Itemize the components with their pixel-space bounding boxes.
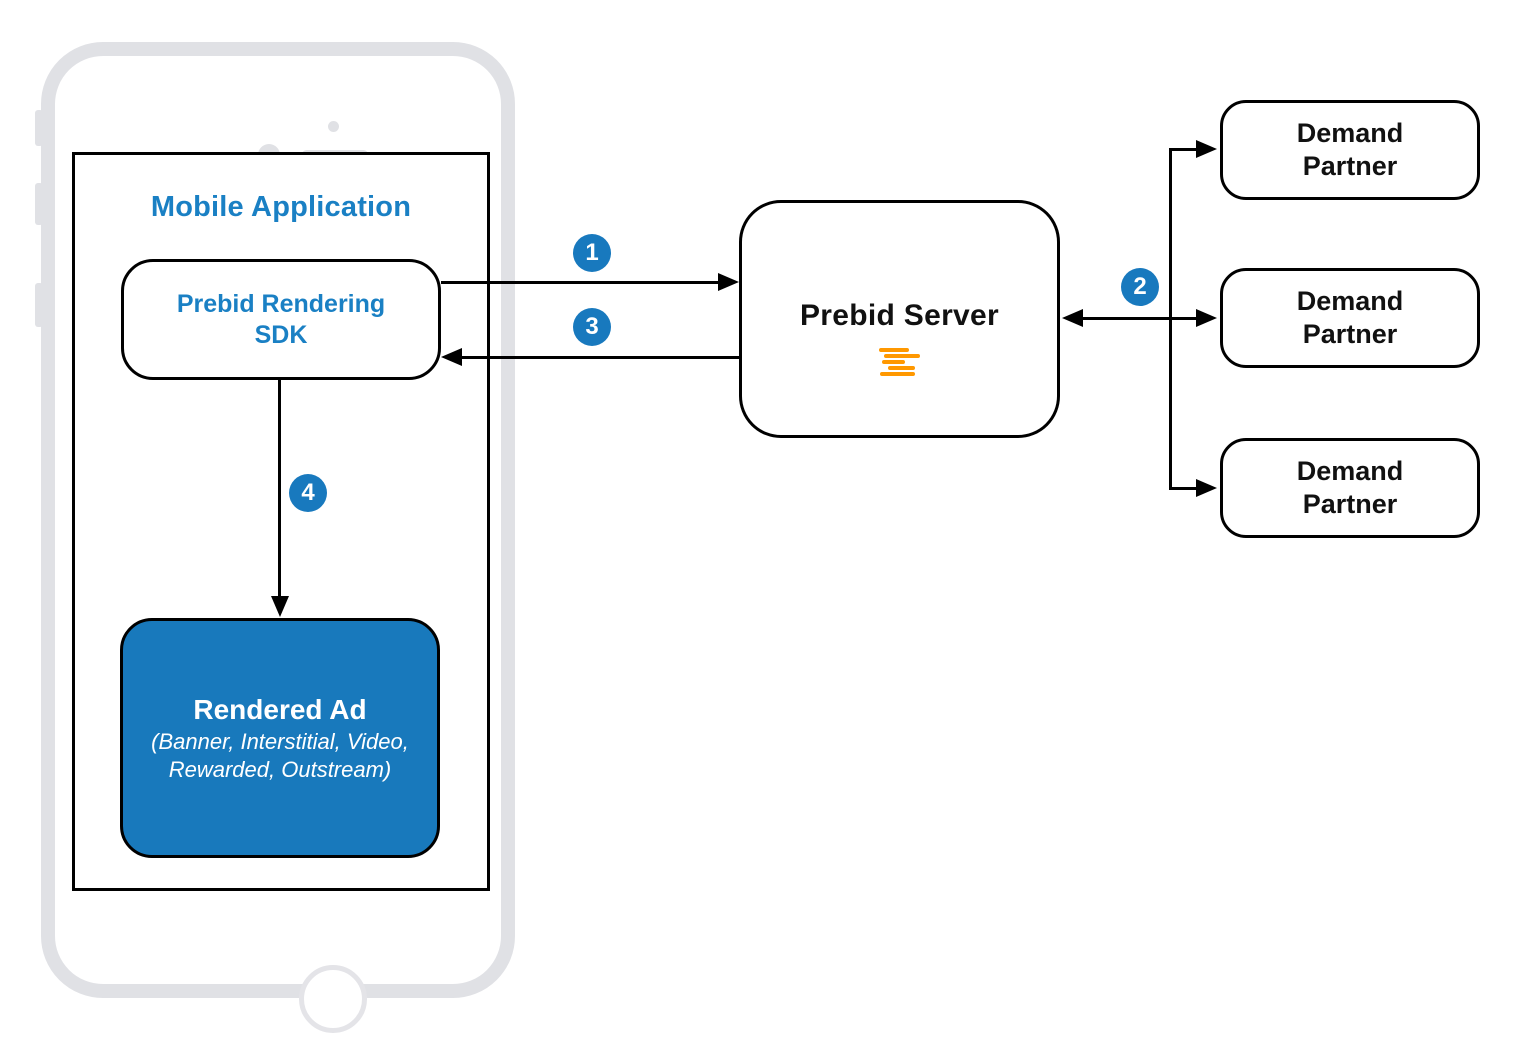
prebid-rendering-sdk-label: Prebid Rendering SDK [176,289,386,349]
phone-side-button [35,183,43,225]
arrow-demand-to-server-head-icon [1062,309,1083,327]
prebid-server-label: Prebid Server [799,299,999,332]
step-badge-1: 1 [573,234,611,272]
demand-branch-top-line [1169,148,1197,151]
arrow-server-to-sdk-head-icon [441,348,462,366]
demand-branch-top-head-icon [1196,140,1217,158]
demand-partner-box-1: Demand Partner [1220,100,1480,200]
demand-partner-label: Demand Partner [1296,456,1404,519]
step-badge-4: 4 [289,474,327,512]
rendered-ad-box: Rendered Ad (Banner, Interstitial, Video… [120,618,440,858]
demand-partner-label: Demand Partner [1296,286,1404,349]
prebid-server-box: Prebid Server [739,200,1060,438]
demand-branch-bottom-head-icon [1196,479,1217,497]
camera-dot-icon [328,121,339,132]
prebid-rendering-sdk-box: Prebid Rendering SDK [121,259,441,380]
demand-branch-bottom-line [1169,487,1197,490]
mobile-application-title: Mobile Application [150,191,412,223]
step-badge-3: 3 [573,308,611,346]
arrow-server-demand-line [1081,317,1199,320]
arrow-sdk-to-rendered-ad-head-icon [271,596,289,617]
demand-branch-vertical-line [1169,148,1172,489]
arrow-server-to-demand-mid-head-icon [1196,309,1217,327]
rendered-ad-subtitle: (Banner, Interstitial, Video, Rewarded, … [151,729,409,782]
arrow-sdk-to-server-line [441,281,721,284]
phone-side-button [35,110,43,146]
home-button-icon [299,965,367,1033]
prebid-lines-icon [877,347,923,377]
arrow-sdk-to-server-head-icon [718,273,739,291]
step-badge-2: 2 [1121,268,1159,306]
demand-partner-label: Demand Partner [1296,118,1404,181]
rendered-ad-title: Rendered Ad [193,694,367,725]
arrow-sdk-to-rendered-ad-line [278,380,281,597]
phone-side-button [35,283,43,327]
demand-partner-box-3: Demand Partner [1220,438,1480,538]
demand-partner-box-2: Demand Partner [1220,268,1480,368]
arrow-server-to-sdk-line [460,356,739,359]
